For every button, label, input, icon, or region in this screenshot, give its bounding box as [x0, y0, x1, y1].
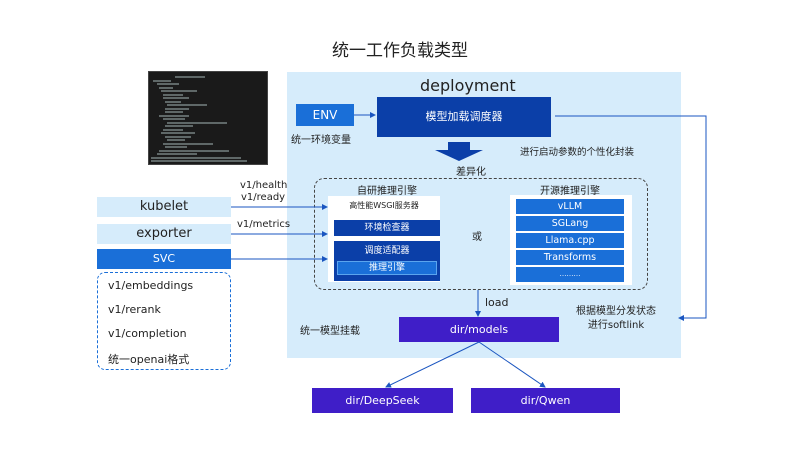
differentiation-arrow [435, 142, 483, 161]
metrics-edge-label: v1/metrics [237, 219, 291, 230]
svc-box: SVC [97, 249, 231, 269]
to-deepseek-arrow [385, 341, 480, 388]
oss-engine-item: ……… [516, 267, 624, 282]
kubelet-box: kubelet [97, 197, 231, 217]
terminal-line [157, 153, 197, 155]
terminal-line [167, 121, 227, 124]
terminal-line [159, 149, 229, 152]
terminal-line [163, 118, 185, 120]
deployment-label: deployment [420, 76, 516, 95]
terminal-line [167, 139, 185, 141]
health-edge-label: v1/health [240, 180, 288, 191]
terminal-line [165, 125, 193, 127]
ready-edge-label: v1/ready [241, 192, 286, 203]
env-checker: 环境检查器 [334, 220, 440, 236]
terminal-line [165, 111, 183, 113]
terminal-line [157, 83, 179, 85]
terminal-line [153, 79, 171, 82]
to-qwen-arrow [478, 341, 546, 388]
wsgi-server-label: 高性能WSGI服务器 [349, 201, 419, 210]
terminal-line [163, 93, 183, 96]
or-label: 或 [472, 232, 482, 243]
softlink-arrow [555, 115, 707, 321]
env-caption: 统一环境变量 [291, 135, 351, 146]
inhouse-engine-title: 自研推理引擎 [357, 186, 417, 197]
env-box: ENV [296, 104, 354, 126]
terminal-line [165, 135, 191, 138]
api-item: v1/completion [108, 327, 187, 340]
terminal-line [161, 132, 195, 134]
terminal-line [161, 90, 197, 92]
terminal-line [159, 86, 173, 89]
softlink-label: 根据模型分发状态 进行softlink [566, 305, 666, 333]
terminal-line [175, 76, 205, 78]
terminal-line [165, 100, 181, 103]
terminal-line [163, 128, 183, 131]
loader-caption: 进行启动参数的个性化封装 [520, 147, 635, 158]
deepseek-dir: dir/DeepSeek [312, 388, 453, 413]
oss-engine-item: SGLang [516, 216, 624, 231]
scheduler-adapter-label: 调度适配器 [364, 246, 410, 256]
terminal-line [151, 156, 241, 159]
differentiation-label: 差异化 [456, 167, 486, 178]
inference-engine: 推理引擎 [337, 261, 437, 275]
api-item: 统一openai格式 [108, 353, 190, 366]
api-group [97, 272, 231, 370]
oss-engine-item: Llama.cpp [516, 233, 624, 248]
softlink-line-2: 进行softlink [587, 320, 645, 331]
api-item: v1/rerank [108, 303, 161, 316]
load-label: load [485, 296, 509, 309]
qwen-dir: dir/Qwen [471, 388, 620, 413]
exporter-box: exporter [97, 224, 231, 244]
diagram-title: 统一工作负载类型 [332, 41, 468, 61]
terminal-line [163, 142, 213, 145]
softlink-line-1: 根据模型分发状态 [576, 306, 656, 317]
api-item: v1/embeddings [108, 279, 194, 292]
terminal-line [167, 104, 207, 106]
terminal-screenshot [148, 71, 268, 165]
terminal-line [163, 97, 189, 99]
oss-engine-item: vLLM [516, 199, 624, 214]
models-dir: dir/models [399, 317, 559, 342]
oss-engine-title: 开源推理引擎 [540, 186, 600, 197]
terminal-line [165, 107, 189, 110]
model-loader-scheduler: 模型加载调度器 [377, 97, 551, 137]
terminal-line [151, 160, 247, 162]
terminal-line [165, 146, 187, 148]
terminal-line [159, 114, 189, 117]
model-mount-label: 统一模型挂载 [300, 326, 360, 337]
oss-engine-item: Transforms [516, 250, 624, 265]
